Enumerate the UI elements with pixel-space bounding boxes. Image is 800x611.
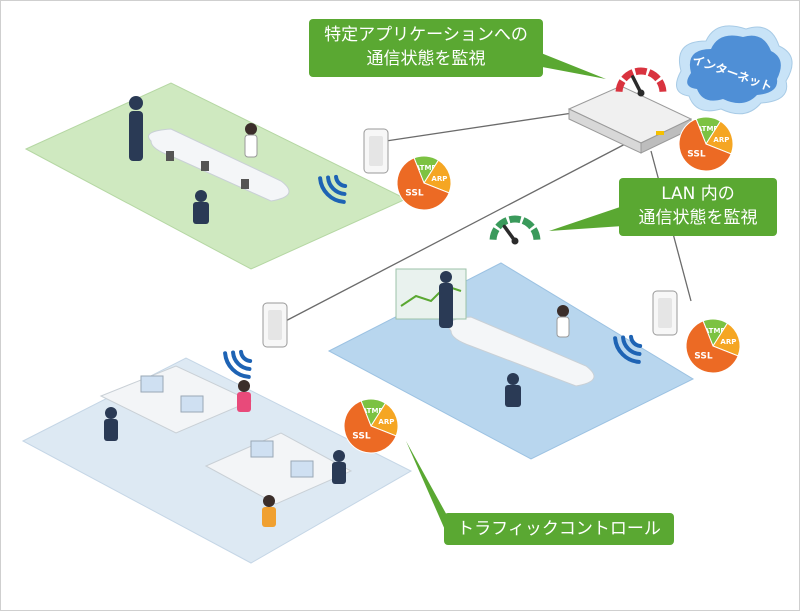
- gauge-segment: [621, 69, 635, 82]
- callout-lan-monitoring: LAN 内の 通信状態を監視: [619, 178, 777, 236]
- pie-slice-arp: [705, 120, 734, 155]
- access-point-2: [262, 302, 288, 348]
- protocol-pie-1: ATMF ARP SSL: [396, 155, 452, 211]
- pie-label-atmf: ATMF: [704, 327, 726, 335]
- access-point-3: [652, 290, 678, 336]
- pie-slice-arp: [370, 402, 399, 437]
- callout-lan-line1: LAN 内の: [661, 184, 735, 204]
- protocol-pie-2: ATMF ARP SSL: [343, 398, 399, 454]
- pie-slice-ssl: [678, 118, 732, 172]
- pie-label-ssl: SSL: [405, 189, 424, 199]
- pie-slice-arp: [712, 322, 741, 357]
- callout-traffic-control: トラフィックコントロール: [444, 513, 674, 545]
- pie-slice-ssl: [685, 320, 739, 374]
- wifi-arc: [239, 349, 253, 363]
- callout-traffic-tail: [406, 441, 449, 539]
- internet-cloud: インターネット: [676, 25, 793, 115]
- pie-label-ssl: SSL: [687, 150, 706, 160]
- gauge-segment: [495, 217, 509, 230]
- gauge-segment: [508, 215, 522, 224]
- pie-label-arp: ARP: [713, 136, 729, 144]
- gauge-lan-icon: [489, 215, 541, 245]
- pie-label-atmf: ATMF: [697, 125, 719, 133]
- wifi-arc: [318, 176, 346, 204]
- protocol-pie-3: ATMF ARP SSL: [685, 318, 741, 374]
- link-ap1-switch: [385, 110, 587, 142]
- pie-label-arp: ARP: [720, 338, 736, 346]
- callout-lan-line2: 通信状態を監視: [638, 208, 758, 228]
- meeting-table-green: [129, 96, 290, 224]
- callout-app-line2: 通信状態を監視: [366, 49, 486, 69]
- pie-slice-ssl: [396, 157, 450, 211]
- router-device: [567, 85, 693, 154]
- gauge-segment: [647, 69, 661, 82]
- wifi-arc: [629, 334, 643, 348]
- gauge-segment: [656, 79, 667, 93]
- gauge-internet-icon: [615, 67, 667, 97]
- wifi-icon-ap1: [318, 174, 348, 204]
- callout-app-monitoring: 特定アプリケーションへの 通信状態を監視: [309, 19, 543, 77]
- wifi-arc: [621, 335, 642, 356]
- pie-label-atmf: ATMF: [415, 164, 437, 172]
- gauge-segment: [530, 227, 541, 241]
- protocol-pie-charts: ATMF ARP SSL ATMF ARP SSL ATMF ARP SSL ATMF ARP SSL: [343, 116, 741, 454]
- wifi-icon-ap3: [613, 334, 643, 364]
- wifi-arc: [223, 351, 251, 379]
- wifi-arc: [334, 174, 348, 188]
- callout-lan-tail: [549, 206, 623, 231]
- protocol-pie-4: ATMF ARP SSL: [678, 116, 734, 172]
- gauge-hub: [637, 89, 645, 97]
- pie-label-atmf: ATMF: [362, 407, 384, 415]
- pie-label-arp: ARP: [378, 418, 394, 426]
- wifi-arc: [326, 175, 347, 196]
- link-switch-ap2: [275, 140, 632, 327]
- gauge-segment: [489, 227, 500, 241]
- callout-app-line1: 特定アプリケーションへの: [324, 25, 528, 45]
- gauge-segment: [634, 67, 648, 76]
- office-desks: [99, 365, 353, 527]
- wifi-icon-ap2: [223, 349, 253, 379]
- pie-label-arp: ARP: [431, 175, 447, 183]
- pie-slice-arp: [423, 159, 452, 194]
- wifi-arc: [613, 336, 641, 364]
- pie-label-ssl: SSL: [352, 432, 371, 442]
- pie-label-ssl: SSL: [694, 352, 713, 362]
- meeting-table-blue: [395, 268, 595, 407]
- wifi-arc: [231, 350, 252, 371]
- access-point-1: [363, 128, 389, 174]
- gauge-hub: [511, 237, 519, 245]
- callout-traffic-label: トラフィックコントロール: [457, 519, 661, 539]
- wifi-signals: [223, 174, 643, 379]
- gauge-segment: [615, 79, 626, 93]
- gauge-segment: [521, 217, 535, 230]
- pie-slice-ssl: [343, 400, 397, 454]
